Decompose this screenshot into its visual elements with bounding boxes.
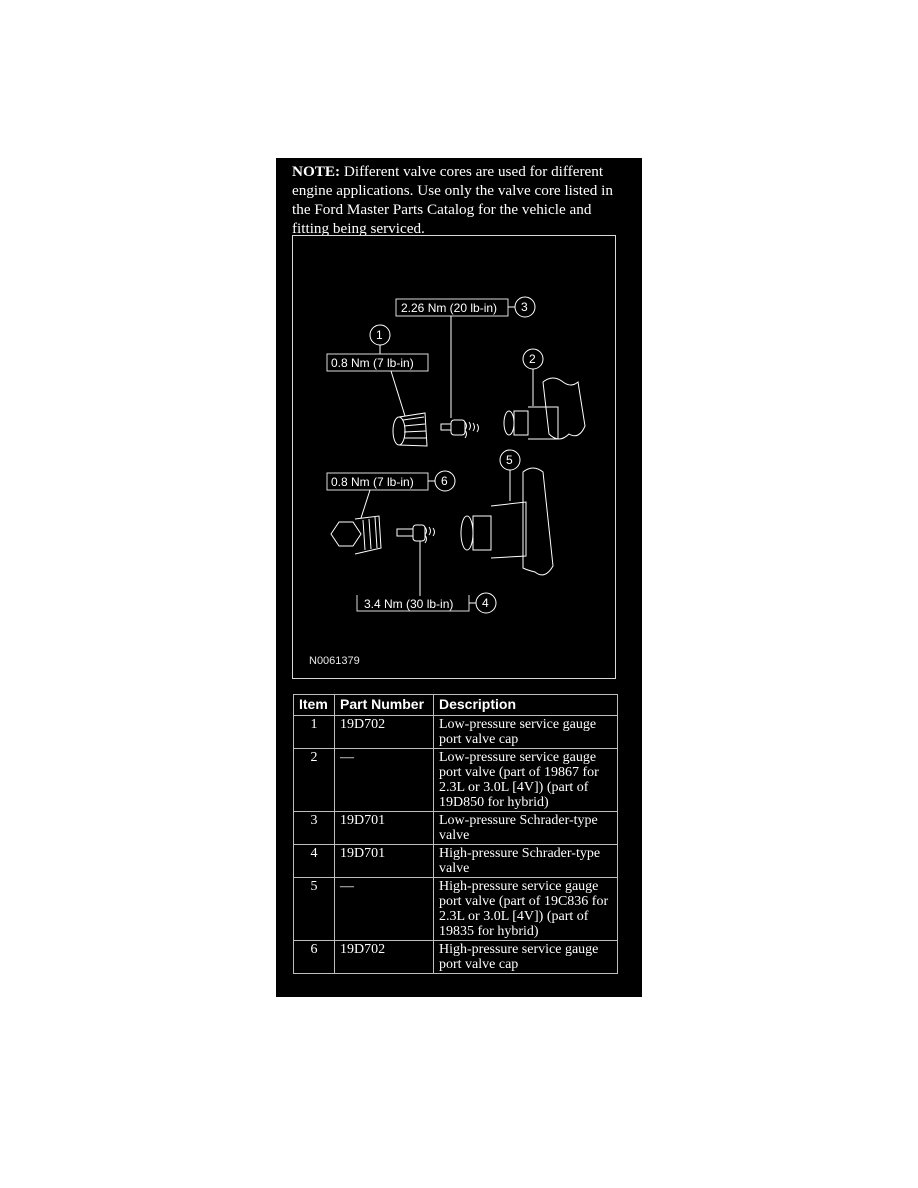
svg-text:3: 3 (521, 300, 528, 314)
cell-item: 6 (293, 940, 335, 974)
low-pressure-valve-core-drawing (440, 419, 479, 439)
cell-item: 4 (293, 844, 335, 878)
valve-diagram: 2.26 Nm (20 lb-in) 3 1 0.8 Nm (7 lb-in) … (292, 235, 616, 679)
table-row: 1 19D702 Low-pressure service gauge port… (293, 715, 618, 749)
figure-id: N0061379 (309, 655, 360, 667)
cell-part-number: 19D701 (334, 844, 434, 878)
svg-text:3.4 Nm (30 lb-in): 3.4 Nm (30 lb-in) (364, 597, 453, 611)
table-row: 4 19D701 High-pressure Schrader-type val… (293, 844, 618, 878)
table-header-row: Item Part Number Description (293, 694, 618, 716)
cell-part-number: 19D702 (334, 715, 434, 749)
document-panel: NOTE: Different valve cores are used for… (276, 158, 642, 997)
table-row: 2 — Low-pressure service gauge port valv… (293, 748, 618, 812)
svg-text:2: 2 (529, 352, 536, 366)
cell-part-number: 19D702 (334, 940, 434, 974)
callout-3: 2.26 Nm (20 lb-in) 3 (395, 296, 536, 418)
note-paragraph: NOTE: Different valve cores are used for… (292, 162, 632, 238)
header-item: Item (293, 694, 335, 716)
callout-6: 0.8 Nm (7 lb-in) 6 (326, 470, 456, 519)
svg-text:0.8 Nm (7 lb-in): 0.8 Nm (7 lb-in) (331, 356, 414, 370)
svg-text:2.26 Nm (20 lb-in): 2.26 Nm (20 lb-in) (401, 301, 497, 315)
header-description: Description (433, 694, 618, 716)
callout-2: 2 (522, 348, 544, 406)
high-pressure-port-drawing (460, 467, 554, 576)
svg-text:0.8 Nm (7 lb-in): 0.8 Nm (7 lb-in) (331, 475, 414, 489)
svg-text:6: 6 (441, 474, 448, 488)
low-pressure-cap-drawing (392, 412, 428, 447)
note-label: NOTE: (292, 163, 341, 180)
svg-text:4: 4 (482, 596, 489, 610)
low-pressure-port-drawing (503, 377, 586, 440)
cell-item: 2 (293, 748, 335, 812)
exploded-valve-illustration: 2.26 Nm (20 lb-in) 3 1 0.8 Nm (7 lb-in) … (326, 296, 586, 614)
cell-description: High-pressure service gauge port valve c… (433, 940, 618, 974)
header-part-number: Part Number (334, 694, 434, 716)
table-row: 6 19D702 High-pressure service gauge por… (293, 940, 618, 974)
cell-description: High-pressure service gauge port valve (… (433, 877, 618, 941)
svg-text:5: 5 (506, 453, 513, 467)
note-text: Different valve cores are used for diffe… (292, 163, 613, 237)
cell-description: High-pressure Schrader-type valve (433, 844, 618, 878)
cell-part-number: — (334, 748, 434, 812)
parts-table: Item Part Number Description 1 19D702 Lo… (293, 694, 618, 974)
callout-1: 1 0.8 Nm (7 lb-in) (326, 324, 429, 417)
cell-part-number: 19D701 (334, 811, 434, 845)
cell-description: Low-pressure service gauge port valve (p… (433, 748, 618, 812)
cell-item: 5 (293, 877, 335, 941)
high-pressure-cap-drawing (330, 515, 382, 555)
table-row: 5 — High-pressure service gauge port val… (293, 877, 618, 941)
table-row: 3 19D701 Low-pressure Schrader-type valv… (293, 811, 618, 845)
cell-description: Low-pressure Schrader-type valve (433, 811, 618, 845)
cell-description: Low-pressure service gauge port valve ca… (433, 715, 618, 749)
cell-item: 1 (293, 715, 335, 749)
svg-text:1: 1 (376, 328, 383, 342)
callout-5: 5 (499, 449, 521, 501)
callout-4: 3.4 Nm (30 lb-in) 4 (356, 592, 497, 614)
cell-part-number: — (334, 877, 434, 941)
cell-item: 3 (293, 811, 335, 845)
high-pressure-valve-core-drawing (396, 524, 435, 596)
